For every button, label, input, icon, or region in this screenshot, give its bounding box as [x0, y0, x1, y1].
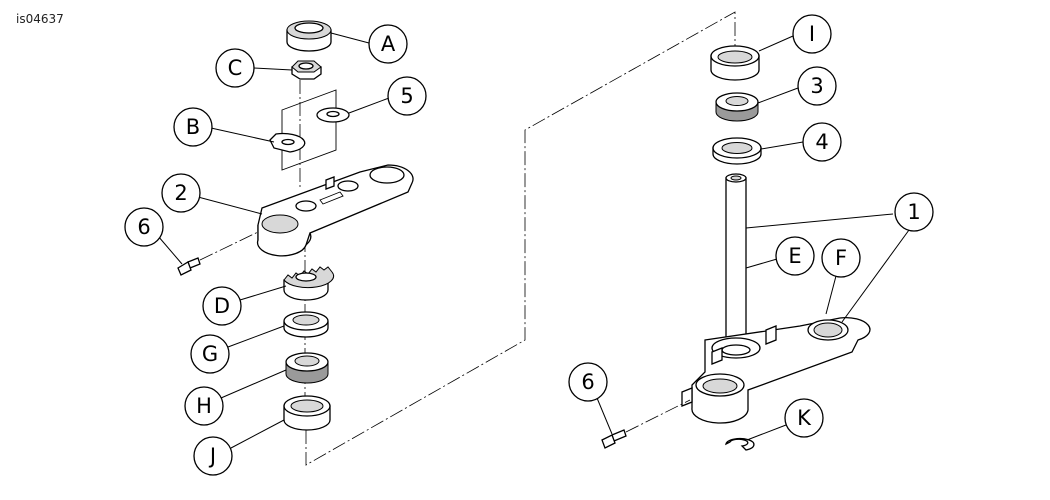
part-lock-plate-outline — [281, 89, 337, 171]
callout-6-right: 6 — [568, 362, 608, 402]
callout-H: H — [184, 386, 224, 426]
svg-text:6: 6 — [581, 370, 594, 394]
callout-C: C — [215, 48, 255, 88]
svg-text:5: 5 — [400, 84, 413, 108]
part-bolt-6-right — [601, 399, 691, 449]
callout-3: 3 — [797, 66, 837, 106]
svg-text:A: A — [381, 32, 396, 56]
callout-2: 2 — [161, 173, 201, 213]
part-lower-clamp-1 — [681, 317, 871, 424]
part-bearing-3 — [715, 92, 759, 122]
callout-I: I — [792, 14, 832, 54]
part-tab-washer-B — [269, 132, 306, 153]
svg-text:4: 4 — [815, 130, 828, 154]
callout-5: 5 — [387, 76, 427, 116]
svg-text:K: K — [797, 406, 812, 430]
svg-text:3: 3 — [810, 74, 823, 98]
part-seal-4 — [712, 137, 762, 165]
part-retaining-ring-K — [725, 437, 755, 451]
svg-text:H: H — [196, 394, 212, 418]
callout-D: D — [202, 286, 242, 326]
part-hex-nut-C — [291, 60, 322, 80]
callout-6-left: 6 — [124, 207, 164, 247]
leader-lines — [157, 32, 910, 449]
assembly-centerline — [299, 11, 736, 466]
part-slotted-nut-D — [283, 266, 335, 301]
callout-B: B — [173, 107, 213, 147]
callout-F: F — [821, 238, 861, 278]
svg-text:E: E — [788, 244, 801, 268]
callout-G: G — [190, 334, 230, 374]
svg-text:6: 6 — [137, 215, 150, 239]
svg-text:I: I — [809, 22, 815, 46]
svg-text:F: F — [835, 246, 847, 270]
svg-text:C: C — [228, 56, 243, 80]
callout-K: K — [784, 398, 824, 438]
part-bolt-6-left — [177, 231, 259, 276]
figure-id-label: is04637 — [16, 12, 64, 26]
svg-text:D: D — [214, 294, 230, 318]
svg-text:J: J — [208, 444, 216, 468]
svg-text:G: G — [202, 342, 218, 366]
part-washer-5 — [316, 107, 350, 123]
callout-J: J — [193, 436, 233, 476]
callout-1: 1 — [894, 192, 934, 232]
part-cap-nut-A — [286, 20, 332, 52]
callout-E: E — [775, 236, 815, 276]
callout-4: 4 — [802, 122, 842, 162]
part-upper-clamp-2 — [256, 164, 414, 257]
part-bearing-H — [285, 352, 329, 384]
svg-text:1: 1 — [907, 200, 920, 224]
callout-A: A — [368, 24, 408, 64]
part-race-I — [710, 45, 760, 81]
svg-text:2: 2 — [174, 181, 187, 205]
svg-text:B: B — [186, 115, 200, 139]
part-race-J — [283, 395, 331, 431]
part-seal-G — [283, 311, 329, 338]
part-steering-stem-E — [725, 173, 747, 349]
